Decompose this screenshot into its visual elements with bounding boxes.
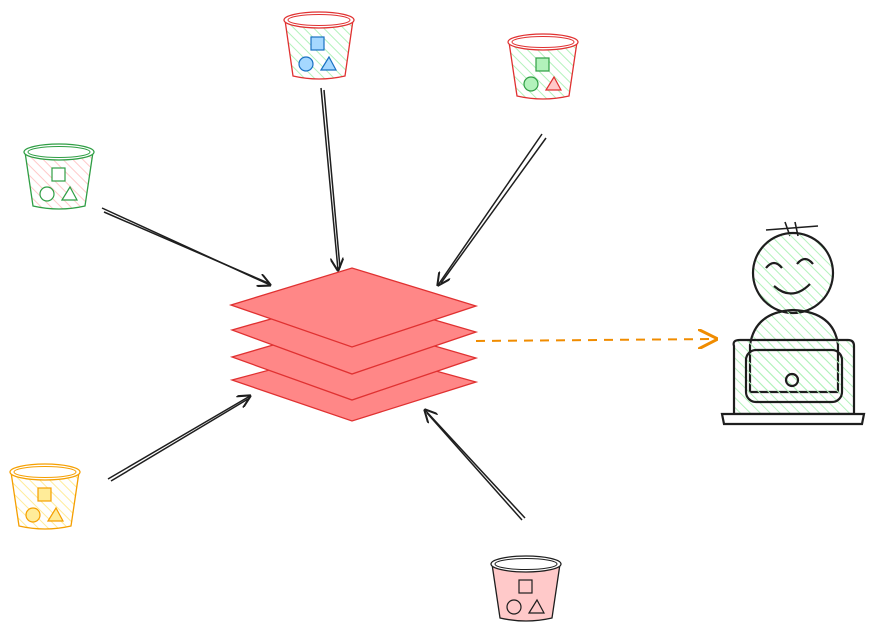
laptop-screen (732, 338, 856, 416)
laptop-inner (744, 348, 844, 404)
eye-right (796, 257, 814, 265)
bucket-icon (283, 11, 355, 80)
arrow-from-top-center (320, 87, 340, 270)
layer-stack-icon (228, 267, 479, 422)
arrow-from-bottom-left (107, 396, 250, 482)
arrow-to-consumer (475, 339, 716, 341)
arrows-in (101, 87, 547, 521)
laptop-base (720, 412, 866, 426)
laptop-logo (784, 372, 800, 388)
bucket-bottom-left (9, 463, 81, 530)
mouth (773, 283, 811, 295)
arrow-from-left (101, 207, 270, 285)
bucket-icon (9, 463, 81, 530)
arrow-from-bottom-center (425, 410, 526, 521)
head (751, 231, 835, 315)
bucket-icon (23, 143, 95, 210)
eye-left (765, 261, 783, 269)
arrow-from-top-right (438, 133, 547, 285)
layer-1 (228, 267, 479, 348)
bucket-icon (490, 555, 562, 622)
bucket-top-center (283, 11, 355, 80)
bucket-icon (507, 33, 579, 100)
bucket-left (23, 143, 95, 210)
bucket-top-right (507, 33, 579, 100)
bucket-bottom-center (490, 555, 562, 622)
person-at-laptop-icon (720, 221, 866, 426)
